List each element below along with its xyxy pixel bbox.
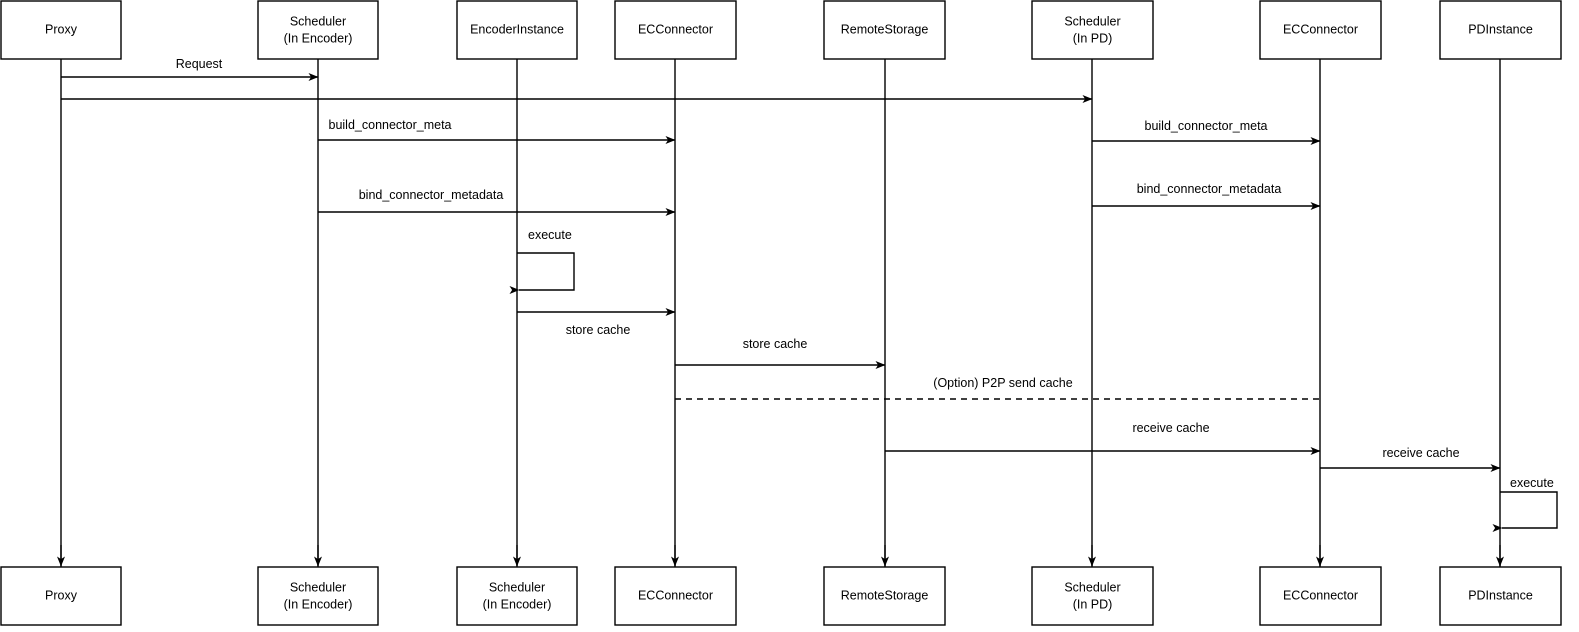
- participant-footer-rect-sched_pd: [1031, 566, 1154, 626]
- participant-header-label-line2-sched_enc: (In Encoder): [284, 31, 353, 45]
- participant-header-label-line1-sched_pd: Scheduler: [1064, 14, 1120, 28]
- participant-header-proxy[interactable]: Proxy: [0, 0, 122, 60]
- message-label-m1: Request: [176, 57, 223, 71]
- message-label-m5: bind_connector_metadata: [359, 188, 504, 202]
- message-m9[interactable]: (Option) P2P send cache: [675, 376, 1320, 400]
- participant-footer-rect-sched_enc: [257, 566, 379, 626]
- message-label-m6: bind_connector_metadata: [1137, 182, 1282, 196]
- participant-footer-pd_inst[interactable]: PDInstance: [1439, 566, 1562, 626]
- participant-header-label-ec_conn_left: ECConnector: [638, 22, 713, 36]
- participant-footer-label-pd_inst: PDInstance: [1468, 588, 1533, 602]
- self-message-path-s2: [1492, 491, 1558, 532]
- participant-header-label-proxy: Proxy: [45, 22, 78, 36]
- participant-footer-label-line2-sched_enc: (In Encoder): [284, 597, 353, 611]
- message-label-m11: receive cache: [1382, 446, 1459, 460]
- participant-footer-label-line2-sched_pd: (In PD): [1073, 597, 1113, 611]
- participant-footer-sched_pd[interactable]: Scheduler (In PD): [1031, 566, 1154, 626]
- participant-header-encoder_inst[interactable]: EncoderInstance: [456, 0, 578, 60]
- participant-footer-label-ec_conn_left: ECConnector: [638, 588, 713, 602]
- participant-footer-label-proxy: Proxy: [45, 588, 78, 602]
- participant-header-label-remote_store: RemoteStorage: [841, 22, 929, 36]
- participant-footer-label-line2-encoder_inst: (In Encoder): [483, 597, 552, 611]
- message-label-m8: store cache: [743, 337, 808, 351]
- participant-header-rect-remote_store: [823, 0, 946, 60]
- participant-header-ec_conn_right[interactable]: ECConnector: [1259, 0, 1382, 60]
- participant-footer-label-ec_conn_right: ECConnector: [1283, 588, 1358, 602]
- participant-footer-rect-remote_store: [823, 566, 946, 626]
- participant-header-rect-ec_conn_left: [614, 0, 737, 60]
- message-m3[interactable]: build_connector_meta: [318, 118, 676, 144]
- message-m7[interactable]: store cache: [517, 308, 676, 337]
- message-label-m10: receive cache: [1132, 421, 1209, 435]
- participant-header-label-ec_conn_right: ECConnector: [1283, 22, 1358, 36]
- participant-footer-rect-ec_conn_right: [1259, 566, 1382, 626]
- participant-footer-label-line1-sched_enc: Scheduler: [290, 580, 346, 594]
- self-message-label-s1: execute: [528, 228, 572, 242]
- self-messages-layer: execute execute: [509, 228, 1558, 532]
- participant-header-remote_store[interactable]: RemoteStorage: [823, 0, 946, 60]
- message-m11[interactable]: receive cache: [1320, 446, 1501, 472]
- self-message-s1[interactable]: execute: [509, 228, 575, 294]
- message-m4[interactable]: build_connector_meta: [1092, 119, 1321, 145]
- message-label-m7: store cache: [566, 323, 631, 337]
- participant-footer-label-line1-encoder_inst: Scheduler: [489, 580, 545, 594]
- participant-header-rect-encoder_inst: [456, 0, 578, 60]
- participant-footer-proxy[interactable]: Proxy: [0, 566, 122, 626]
- participant-header-label-pd_inst: PDInstance: [1468, 22, 1533, 36]
- participant-footer-remote_store[interactable]: RemoteStorage: [823, 566, 946, 626]
- participant-header-boxes: Proxy Scheduler (In Encoder) EncoderInstanc…: [0, 0, 1562, 60]
- lifelines-layer: [57, 59, 1504, 567]
- participant-footer-rect-ec_conn_left: [614, 566, 737, 626]
- message-m5[interactable]: bind_connector_metadata: [318, 188, 676, 216]
- participant-header-label-line2-sched_pd: (In PD): [1073, 31, 1113, 45]
- participant-footer-rect-encoder_inst: [456, 566, 578, 626]
- message-m8[interactable]: store cache: [675, 337, 886, 369]
- message-m1[interactable]: Request: [61, 57, 319, 81]
- participant-header-rect-pd_inst: [1439, 0, 1562, 60]
- participant-footer-ec_conn_left[interactable]: ECConnector: [614, 566, 737, 626]
- participant-footer-sched_enc[interactable]: Scheduler (In Encoder): [257, 566, 379, 626]
- participant-header-rect-sched_pd: [1031, 0, 1154, 60]
- participant-footer-label-remote_store: RemoteStorage: [841, 588, 929, 602]
- participant-footer-label-line1-sched_pd: Scheduler: [1064, 580, 1120, 594]
- participant-footer-rect-proxy: [0, 566, 122, 626]
- self-message-label-s2: execute: [1510, 476, 1554, 490]
- participant-header-rect-ec_conn_right: [1259, 0, 1382, 60]
- participant-footer-encoder_inst[interactable]: Scheduler (In Encoder): [456, 566, 578, 626]
- message-label-m3: build_connector_meta: [329, 118, 452, 132]
- participant-header-rect-proxy: [0, 0, 122, 60]
- participant-header-rect-sched_enc: [257, 0, 379, 60]
- participant-footer-ec_conn_right[interactable]: ECConnector: [1259, 566, 1382, 626]
- participant-header-label-encoder_inst: EncoderInstance: [470, 22, 564, 36]
- message-label-m4: build_connector_meta: [1145, 119, 1268, 133]
- messages-layer: Request build_connector_meta build_connect…: [61, 57, 1501, 472]
- self-message-path-s1: [509, 252, 575, 294]
- participant-header-sched_pd[interactable]: Scheduler (In PD): [1031, 0, 1154, 60]
- participant-footer-boxes: Proxy Scheduler (In Encoder) Scheduler (In E…: [0, 566, 1562, 626]
- message-m10[interactable]: receive cache: [885, 421, 1321, 455]
- message-label-m9: (Option) P2P send cache: [933, 376, 1072, 390]
- participant-header-pd_inst[interactable]: PDInstance: [1439, 0, 1562, 60]
- participant-header-label-line1-sched_enc: Scheduler: [290, 14, 346, 28]
- participant-header-ec_conn_left[interactable]: ECConnector: [614, 0, 737, 60]
- participant-footer-rect-pd_inst: [1439, 566, 1562, 626]
- participant-header-sched_enc[interactable]: Scheduler (In Encoder): [257, 0, 379, 60]
- self-message-s2[interactable]: execute: [1492, 476, 1558, 532]
- message-m6[interactable]: bind_connector_metadata: [1092, 182, 1321, 210]
